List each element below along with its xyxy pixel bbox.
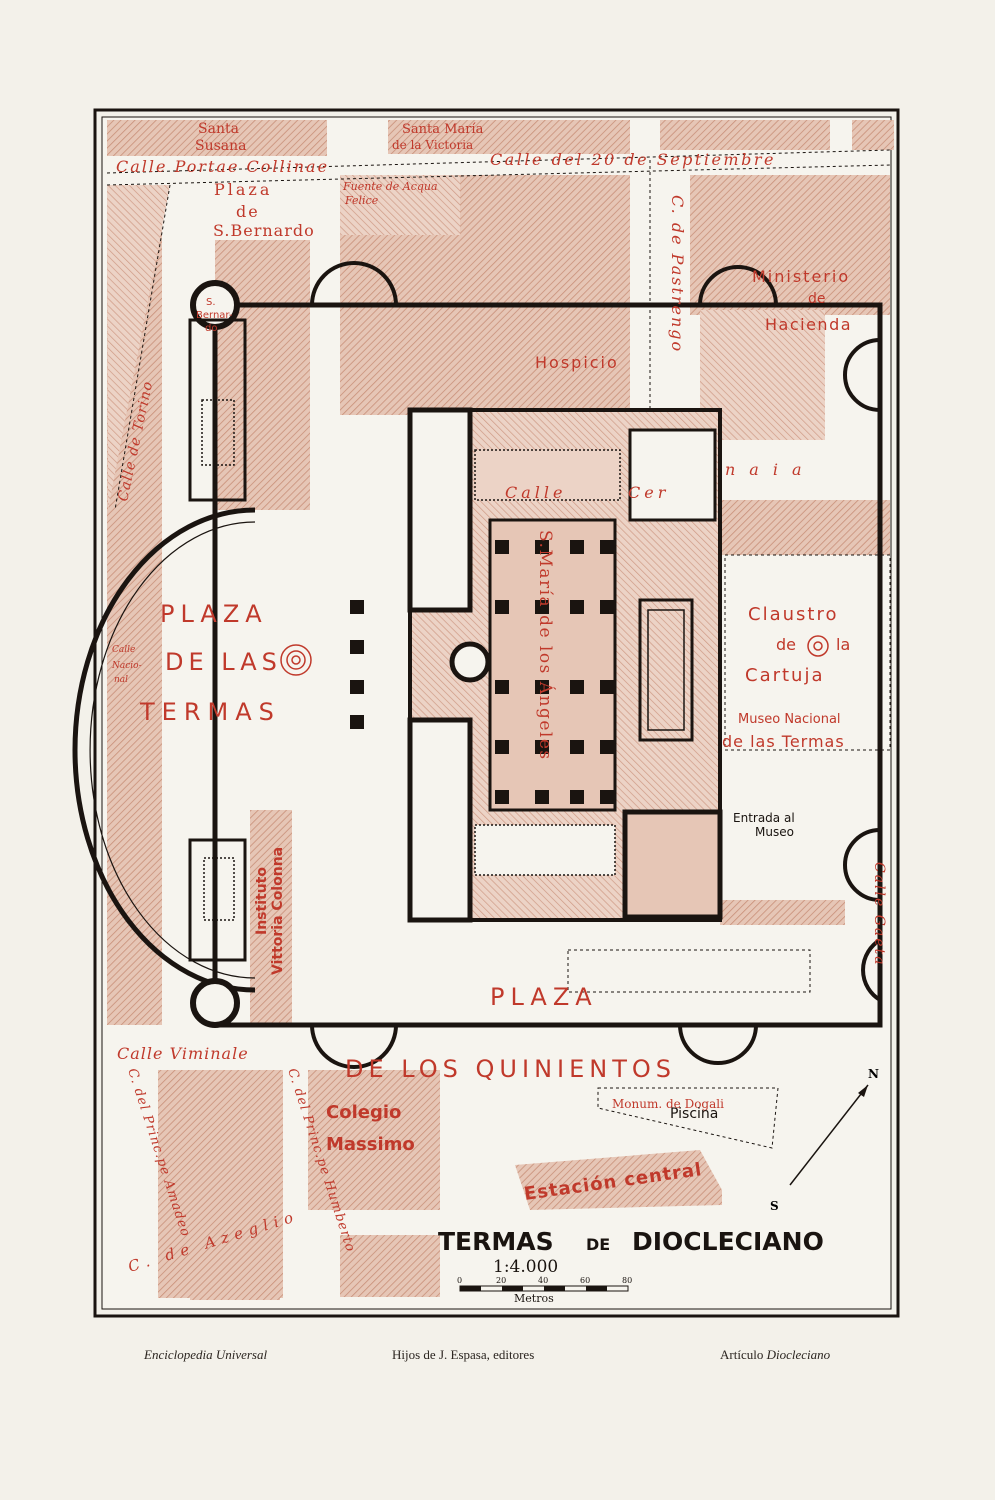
footer-left-text: Enciclopedia Universal [144,1347,268,1362]
label-museo-1: Museo Nacional [738,712,841,727]
scale-tick-20: 20 [496,1276,506,1285]
label-calle-nacional-2: Nacio- [111,661,142,671]
label-calle-cernaia-3: naia [725,460,816,479]
label-plaza-bernardo-2: de [236,202,260,221]
outer-wall [212,261,883,1069]
title-block: TERMAS DE DIOCLECIANO 1:4.000 [438,1227,824,1277]
map-title-de: DE [586,1235,610,1254]
label-plaza-termas-2: DE LAS [165,648,282,676]
label-instituto-1: Instituto [254,867,270,935]
label-calle-cernaia-2: Cer [628,483,669,502]
cloister-fountain-icon [807,635,829,657]
north-arrow: N S [770,1067,879,1213]
label-claustro-2: de [776,635,796,654]
footer-left: Enciclopedia Universal [144,1347,267,1363]
label-s-maria-angeles: S.María de los Ángeles [535,530,556,761]
map-scale: 1:4.000 [493,1257,558,1277]
label-calle-20: Calle del 20 de Septiembre [490,150,776,169]
label-santa-maria-1: Santa María [402,122,484,137]
label-santa-susana-1: Santa [198,121,239,137]
label-calle-nacional-3: nal [114,675,128,685]
footer-center: Hijos de J. Espasa, editores [392,1347,535,1362]
label-hospicio: Hospicio [535,353,619,372]
label-plaza-termas-3: TERMAS [139,698,281,726]
footer-right-italic: Diocleciano [766,1347,831,1362]
label-ministerio-1: Ministerio [752,267,850,286]
cloister-fountain-inner-icon [813,641,823,651]
scale-tick-0: 0 [457,1276,462,1285]
label-s-bernardo-1: S. [206,297,216,308]
map-title-part2: DIOCLECIANO [632,1227,824,1256]
label-s-bernardo-3: do [205,323,217,334]
label-colegio-2: Massimo [326,1134,415,1155]
label-claustro-1: Claustro [748,604,838,625]
scale-tick-80: 80 [622,1276,632,1285]
label-ministerio-2: de [808,291,826,307]
scale-unit: Metros [514,1292,554,1305]
label-colegio-1: Colegio [326,1102,401,1123]
label-entrada-2: Museo [755,825,794,839]
label-fuente-2: Felice [344,194,379,207]
footer-right: Artículo Diocleciano [720,1347,830,1363]
map-title-part1: TERMAS [438,1227,554,1256]
scale-bar: 0 20 40 60 80 Metros [457,1276,632,1305]
label-piscina: Piscina [670,1106,718,1122]
label-calle-gaeta: Calle Gaeta [871,862,887,967]
scale-tick-40: 40 [538,1276,548,1285]
label-claustro-4: Cartuja [745,665,825,686]
label-calle-nacional-1: Calle [112,645,135,655]
nave-pillars [350,540,614,804]
label-calle-viminale: Calle Viminale [117,1044,249,1063]
label-calle-cernaia-1: Calle [505,483,566,502]
dotted-boundaries [106,149,891,1149]
label-santa-maria-2: de la Victoria [392,138,473,152]
label-calle-portae: Calle Portae Collinae [116,157,329,176]
label-fuente-1: Fuente de Acqua [342,180,438,193]
label-entrada-1: Entrada al [733,811,795,825]
footer-right-prefix: Artículo [720,1347,764,1362]
label-plaza-bernardo-3: S.Bernardo [213,221,315,240]
label-plaza-termas-1: PLAZA [160,600,268,628]
label-claustro-3: la [836,635,850,654]
rotundas [188,280,247,1028]
scale-tick-60: 60 [580,1276,590,1285]
exedra [72,507,312,993]
label-monum-dogali: Monum. de Dogali [612,1097,724,1111]
south-label: S [770,1199,779,1213]
label-museo-2: de las Termas [722,732,845,751]
label-s-bernardo-2: Bernar- [196,310,233,321]
north-label: N [868,1067,879,1081]
label-instituto-2: Vittoria Colonna [270,847,286,975]
label-ministerio-3: Hacienda [765,315,852,334]
label-plaza-quinientos-2: DE LOS QUINIENTOS [345,1055,676,1083]
label-santa-susana-2: Susana [195,138,247,154]
label-c-pastrengo: C. de Pastrengo [668,195,687,353]
label-plaza-quinientos-1: PLAZA [490,983,598,1011]
central-baths [407,407,723,923]
label-plaza-bernardo-1: Plaza [214,180,272,199]
